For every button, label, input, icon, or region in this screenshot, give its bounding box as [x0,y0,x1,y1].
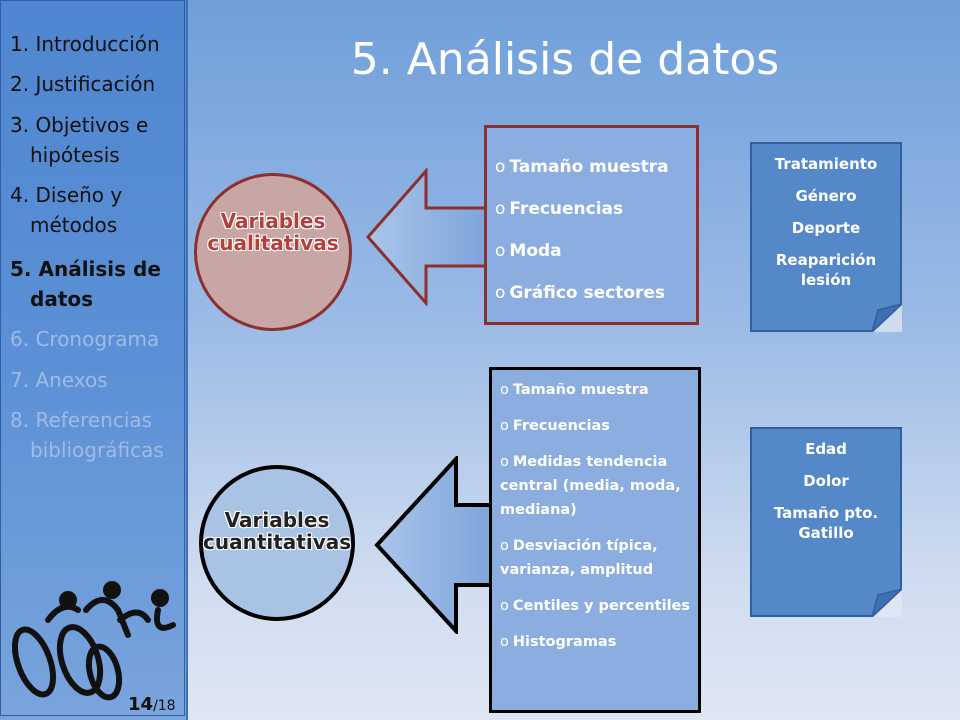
qualitative-arrow [366,168,490,306]
sidebar-item-cronograma[interactable]: 6. Cronograma [10,327,160,351]
sidebar: 1. Introducción 2. Justificación 3. Obje… [0,0,188,720]
quantitative-circle-label: Variables cuantitativas [203,508,352,554]
quantitative-circle: Variables cuantitativas [199,465,355,621]
quantitative-variables-note: Edad Dolor Tamaño pto. Gatillo [750,427,902,617]
page-number: 14/18 [128,694,176,715]
note-item: Edad [805,440,847,458]
sidebar-item-justificacion[interactable]: 2. Justificación [10,72,156,96]
quantitative-arrow [374,456,494,634]
qualitative-circle-label: Variables cualitativas [207,209,339,255]
qualitative-variables-note: Tratamiento Género Deporte Reaparición l… [750,142,902,332]
sidebar-item-anexos[interactable]: 7. Anexos [10,368,108,392]
note-item: Tratamiento [774,155,878,173]
folded-corner-icon [872,304,902,332]
cyclist-runner-logo-icon [11,581,176,701]
page-title: 5. Análisis de datos [350,34,780,85]
qualitative-circle: Variables cualitativas [194,173,352,331]
sidebar-item-introduccion[interactable]: 1. Introducción [10,32,160,56]
note-item: Género [795,187,857,205]
note-item: Deporte [791,219,861,237]
folded-corner-icon [872,589,902,617]
note-item: Reaparición lesión [775,251,877,289]
note-item: Tamaño pto. Gatillo [773,504,879,542]
note-item: Dolor [803,472,849,490]
